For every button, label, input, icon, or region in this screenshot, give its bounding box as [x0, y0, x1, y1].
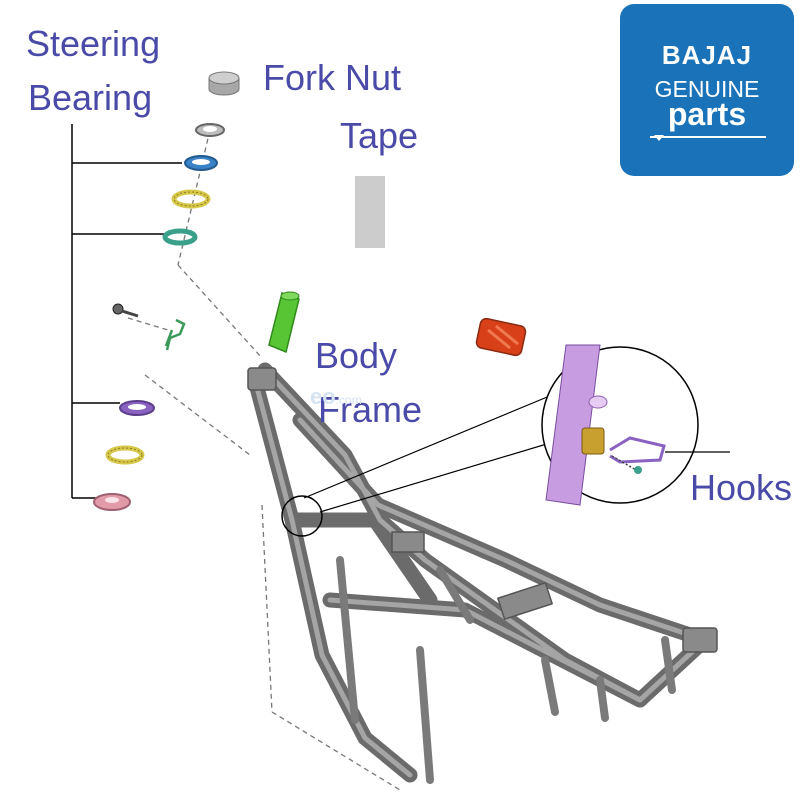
- logo-genuine-text: GENUINE: [654, 76, 760, 102]
- fork-nut-label: Fork Nut: [263, 57, 402, 98]
- hooks-label: Hooks: [690, 467, 793, 508]
- green-clip-part: [164, 318, 186, 351]
- logo-underline: [650, 136, 766, 138]
- bearing-balls-yellow-lower: [105, 445, 145, 465]
- bearing-race-purple: [119, 400, 155, 416]
- bearing-balls-yellow: [171, 189, 211, 209]
- body-frame-label-line1: Body: [315, 335, 398, 376]
- steering-bearing-label-line1: Steering: [26, 23, 161, 64]
- steering-bearing-bracket: [71, 124, 182, 499]
- orange-rubber-part: [475, 317, 527, 357]
- bearing-race-blue: [184, 155, 218, 171]
- bearing-race-teal: [162, 228, 198, 246]
- fork-nut-part: [208, 71, 240, 96]
- bearing-seal-pink: [93, 493, 131, 511]
- tape-part: [355, 176, 385, 248]
- bajaj-genuine-parts-logo: BAJAJ GENUINE parts: [620, 4, 794, 176]
- logo-arrow-icon: [654, 135, 664, 141]
- zoom-callout-lines: [303, 394, 561, 513]
- body-frame-label-line2: Frame: [318, 389, 423, 430]
- frame-detail-circle: [281, 495, 323, 537]
- logo-brand-text: BAJAJ: [661, 40, 753, 70]
- tape-label: Tape: [340, 115, 419, 156]
- steering-bearing-label-line2: Bearing: [28, 77, 153, 118]
- zoom-detail-view: [541, 344, 699, 506]
- logo-parts-text: parts: [667, 96, 747, 132]
- watermark: eo.com: [310, 384, 362, 409]
- bearing-washer-gray: [195, 123, 225, 137]
- body-frame-part: [247, 362, 718, 784]
- bolt-part: [112, 303, 139, 318]
- green-tube-part: [268, 291, 300, 354]
- assembly-dashed-lines: [127, 129, 401, 791]
